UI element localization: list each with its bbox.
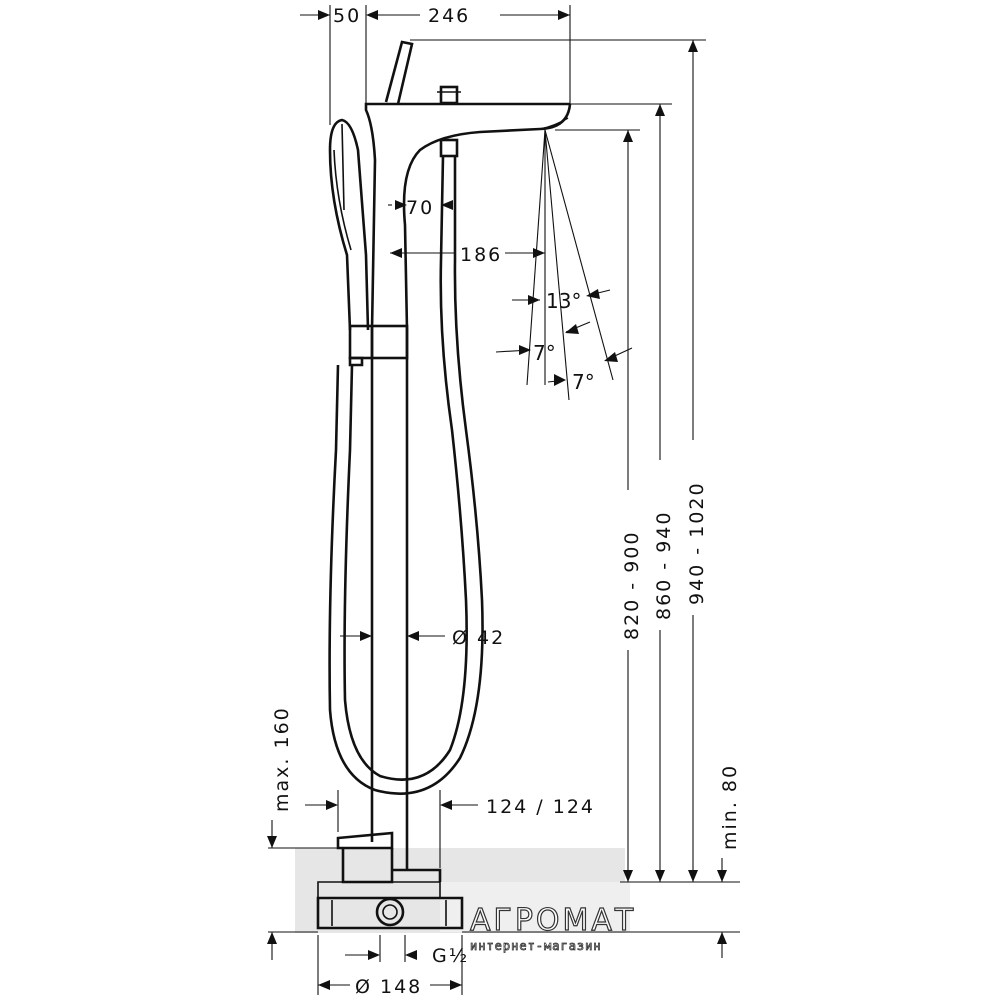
label-7-deg-a: 7° (533, 341, 556, 365)
dimension-50: 50 (300, 5, 378, 125)
dimension-7-deg-a: 7° (495, 321, 591, 365)
label-g-half: G½ (432, 945, 469, 967)
dimension-diameter-148: Ø 148 (317, 935, 463, 998)
dimension-7-deg-b: 7° (547, 347, 633, 394)
label-max-160: max. 160 (271, 706, 293, 812)
dimension-70: 70 (388, 197, 453, 219)
label-7-deg-b: 7° (572, 370, 595, 394)
spray-angle-lines (526, 129, 614, 401)
dimension-940-1020: 940 - 1020 (410, 39, 708, 882)
label-diameter-42: Ø 42 (452, 627, 505, 649)
dimension-186: 186 (390, 244, 545, 266)
mounting-base (316, 831, 464, 930)
label-124: 124 / 124 (486, 796, 595, 818)
dimension-13-deg: 13° (512, 289, 611, 313)
dimension-min-80: min. 80 (715, 764, 741, 958)
dimension-max-160: max. 160 (267, 706, 338, 960)
label-50: 50 (333, 5, 361, 27)
label-940-1020: 940 - 1020 (686, 481, 708, 605)
label-186: 186 (460, 244, 502, 266)
dimension-820-900: 820 - 900 (555, 129, 643, 882)
label-13-deg: 13° (546, 289, 581, 313)
label-diameter-148: Ø 148 (355, 976, 422, 998)
dimension-860-940: 860 - 940 (570, 103, 675, 882)
label-820-900: 820 - 900 (621, 531, 643, 640)
dimension-246: 246 (378, 5, 571, 104)
watermark-tagline: интернет-магазин (470, 939, 602, 953)
dimension-g-half: G½ (345, 935, 469, 967)
label-860-940: 860 - 940 (653, 511, 675, 620)
label-246: 246 (428, 5, 470, 27)
hand-shower (328, 118, 370, 367)
label-70: 70 (406, 197, 434, 219)
watermark-brand: АГРОМАТ (470, 903, 636, 938)
faucet-body (348, 40, 572, 870)
label-min-80: min. 80 (719, 764, 741, 850)
watermark: АГРОМАТ интернет-магазин (469, 902, 636, 953)
floor-shading (295, 848, 630, 933)
dimension-124: 124 / 124 (305, 790, 595, 868)
shower-hose (328, 138, 484, 795)
dimension-diameter-42: Ø 42 (340, 627, 505, 649)
